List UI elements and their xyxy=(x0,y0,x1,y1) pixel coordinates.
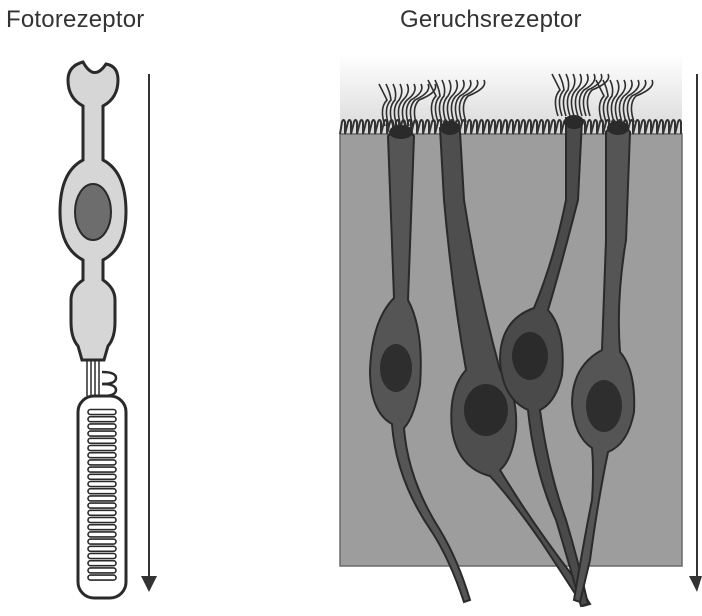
membrane-disc xyxy=(88,453,116,458)
membrane-disc xyxy=(88,532,116,537)
olfactory-epithelium xyxy=(340,54,682,606)
membrane-disc xyxy=(88,474,116,479)
membrane-disc xyxy=(88,561,116,566)
membrane-disc xyxy=(88,410,116,415)
membrane-disc xyxy=(88,482,116,487)
membrane-disc xyxy=(88,568,116,573)
membrane-disc xyxy=(88,546,116,551)
membrane-disc xyxy=(88,510,116,515)
membrane-disc xyxy=(88,446,116,451)
membrane-disc xyxy=(88,503,116,508)
membrane-disc xyxy=(88,539,116,544)
down-arrow-icon xyxy=(689,74,702,592)
membrane-disc xyxy=(88,525,116,530)
membrane-disc xyxy=(88,518,116,523)
membrane-disc xyxy=(88,575,116,580)
photoreceptor-nucleus xyxy=(75,184,111,240)
membrane-disc xyxy=(88,467,116,472)
membrane-disc xyxy=(88,431,116,436)
membrane-disc xyxy=(88,554,116,559)
membrane-disc xyxy=(88,424,116,429)
connecting-cilium xyxy=(87,360,116,396)
membrane-disc xyxy=(88,438,116,443)
membrane-disc xyxy=(88,489,116,494)
photoreceptor-cell xyxy=(60,62,126,598)
membrane-disc xyxy=(88,496,116,501)
membrane-disc xyxy=(88,460,116,465)
membrane-disc xyxy=(88,417,116,422)
down-arrow-icon xyxy=(141,74,157,592)
